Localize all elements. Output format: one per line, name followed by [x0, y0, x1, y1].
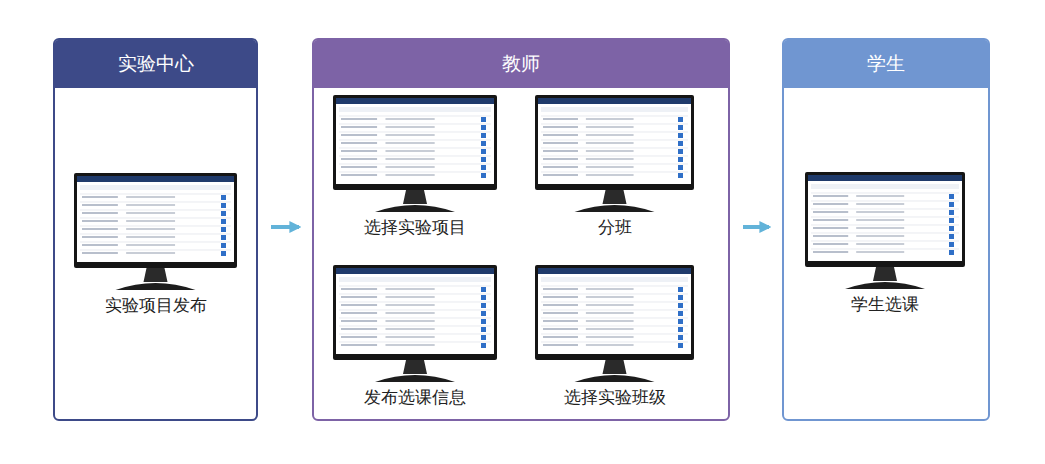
screen-step: 学生选课 — [805, 172, 965, 322]
step-caption: 实验项目发布 — [54, 294, 257, 317]
panel-title: 教师 — [314, 40, 728, 88]
screen-step: 选择实验项目 — [333, 95, 497, 240]
panel-title: 学生 — [784, 40, 988, 88]
step-caption: 发布选课信息 — [313, 386, 517, 409]
role-panel: 教师选择实验项目分班选择实验班级发布选课信息 — [312, 38, 730, 421]
step-caption: 分班 — [515, 216, 714, 239]
role-panel: 学生学生选课 — [782, 38, 990, 421]
screen-step: 选择实验班级 — [535, 265, 694, 410]
screen-step: 分班 — [535, 95, 694, 240]
monitor-illustration — [74, 173, 237, 294]
panel-title: 实验中心 — [55, 40, 256, 88]
monitor-illustration — [333, 95, 497, 216]
screen-step: 实验项目发布 — [74, 173, 237, 323]
monitor-illustration — [535, 265, 694, 386]
monitor-illustration — [535, 95, 694, 216]
step-caption: 学生选课 — [785, 293, 985, 316]
screen-step: 发布选课信息 — [333, 265, 497, 410]
flow-arrow — [271, 225, 299, 229]
flow-arrow — [743, 225, 769, 229]
step-caption: 选择实验项目 — [313, 216, 517, 239]
role-panel: 实验中心实验项目发布 — [53, 38, 258, 421]
step-caption: 选择实验班级 — [515, 386, 714, 409]
monitor-illustration — [333, 265, 497, 386]
monitor-illustration — [805, 172, 965, 293]
